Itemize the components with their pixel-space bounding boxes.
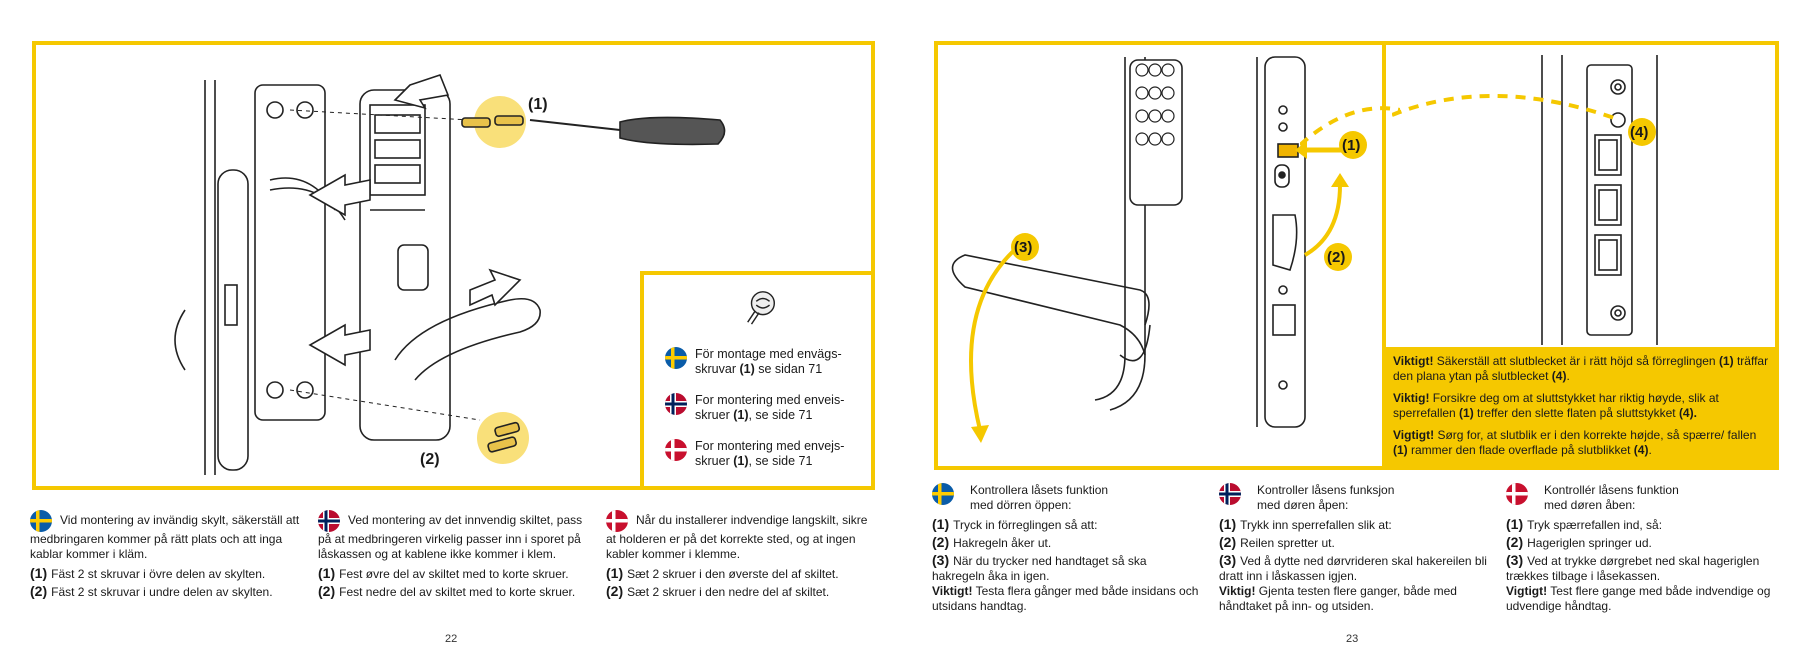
sweden-flag-icon bbox=[665, 347, 687, 369]
one-way-screw-icon bbox=[742, 288, 780, 326]
left-instructions-dk: Når du installerer indvendige langskilt,… bbox=[606, 510, 876, 600]
screw-note-dk: For montering med envejs-skruer (1), se … bbox=[665, 439, 865, 469]
warning-no: Viktig! Forsikre deg om at sluttstykket … bbox=[1393, 391, 1719, 420]
callout-2-right: (2) bbox=[1327, 249, 1346, 266]
left-instructions-no: Ved montering av det innvendig skiltet, … bbox=[318, 510, 590, 600]
lock-function-illustration bbox=[945, 55, 1375, 465]
denmark-flag-icon bbox=[1506, 483, 1528, 505]
warning-dk: Vigtigt! Sørg for, at slutblik er i den … bbox=[1393, 428, 1757, 457]
screw-note-no: For montering med enveis-skruer (1), se … bbox=[665, 393, 865, 423]
page-number-left: 22 bbox=[445, 633, 458, 645]
warning-text: Viktigt! Säkerställ att slutblecket är i… bbox=[1393, 354, 1773, 465]
screw-info-frame bbox=[640, 271, 875, 490]
right-instructions-dk: Kontrollér låsens funktion med døren åbe… bbox=[1506, 483, 1771, 613]
callout-4-right: (4) bbox=[1630, 124, 1649, 141]
strike-plate-illustration bbox=[1392, 55, 1772, 345]
lock-mounting-illustration bbox=[170, 70, 730, 480]
norway-flag-icon bbox=[1219, 483, 1241, 505]
left-illustration-frame bbox=[32, 41, 875, 490]
right-instructions-no: Kontroller låsens funksjon med døren åpe… bbox=[1219, 483, 1487, 613]
warning-se: Viktigt! Säkerställ att slutblecket är i… bbox=[1393, 354, 1769, 383]
denmark-flag-icon bbox=[606, 510, 628, 532]
sweden-flag-icon bbox=[932, 483, 954, 505]
callout-2-left: (2) bbox=[420, 451, 440, 468]
sweden-flag-icon bbox=[30, 510, 52, 532]
norway-flag-icon bbox=[665, 393, 687, 415]
callout-1-right: (1) bbox=[1342, 137, 1361, 154]
dashed-connector bbox=[1300, 90, 1400, 150]
right-instructions-se: Kontrollera låsets funktion med dörren ö… bbox=[932, 483, 1199, 613]
norway-flag-icon bbox=[318, 510, 340, 532]
left-instructions-se: Vid montering av invändig skylt, säkerst… bbox=[30, 510, 300, 600]
screw-note-se: För montage med envägs-skruvar (1) se si… bbox=[665, 347, 865, 377]
warning-box bbox=[1382, 347, 1779, 470]
callout-1-left: (1) bbox=[528, 96, 548, 113]
callout-3-right: (3) bbox=[1014, 239, 1033, 256]
denmark-flag-icon bbox=[665, 439, 687, 461]
page-number-right: 23 bbox=[1346, 633, 1359, 645]
